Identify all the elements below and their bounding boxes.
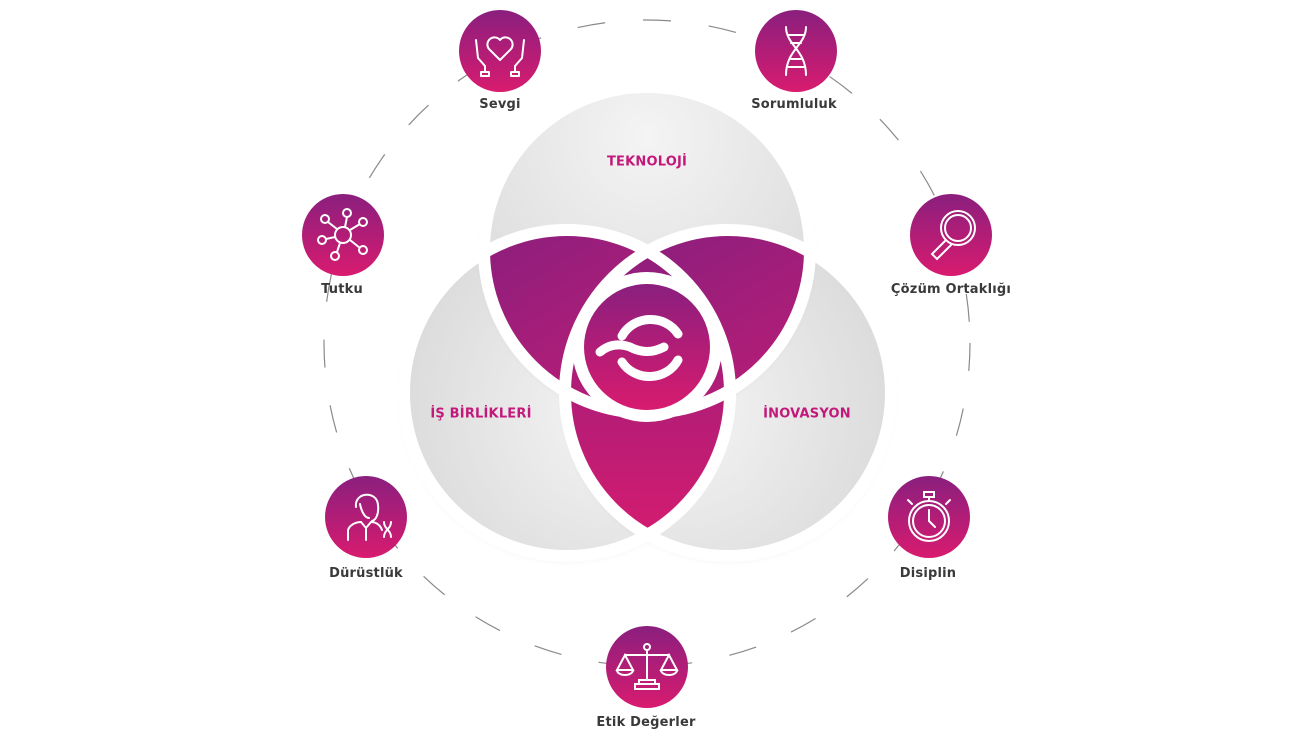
value-node-durustluk bbox=[325, 476, 407, 558]
value-node-etik-degerler bbox=[606, 626, 688, 708]
value-node-tutku bbox=[302, 194, 384, 276]
value-node-sorumluluk bbox=[755, 10, 837, 92]
magnifier-icon bbox=[930, 210, 976, 261]
value-node-cozum-ortakligi bbox=[910, 194, 992, 276]
lobe-label-top: TEKNOLOJİ bbox=[606, 154, 688, 170]
value-label-sorumluluk: Sorumluluk bbox=[751, 97, 837, 112]
value-node-sevgi bbox=[459, 10, 541, 92]
network-icon bbox=[317, 208, 368, 261]
person-icon bbox=[347, 493, 392, 541]
dna-icon bbox=[785, 26, 807, 76]
value-label-sevgi: Sevgi bbox=[479, 97, 521, 112]
value-label-durustluk: Dürüstlük bbox=[329, 566, 403, 581]
value-label-etik-degerler: Etik Değerler bbox=[596, 715, 696, 730]
outer-dashed-ring bbox=[323, 19, 971, 667]
lobe-label-left: İŞ BİRLİKLERİ bbox=[430, 406, 532, 422]
value-label-disiplin: Disiplin bbox=[899, 566, 957, 581]
stopwatch-icon bbox=[907, 491, 951, 542]
value-label-tutku: Tutku bbox=[321, 282, 363, 297]
heart-hands-icon bbox=[475, 36, 525, 77]
lobe-label-right: İNOVASYON bbox=[763, 406, 851, 422]
value-label-cozum-ortakligi: Çözüm Ortaklığı bbox=[890, 282, 1012, 297]
logo-mark-icon bbox=[595, 314, 683, 382]
scales-icon bbox=[615, 643, 679, 690]
value-node-disiplin bbox=[888, 476, 970, 558]
